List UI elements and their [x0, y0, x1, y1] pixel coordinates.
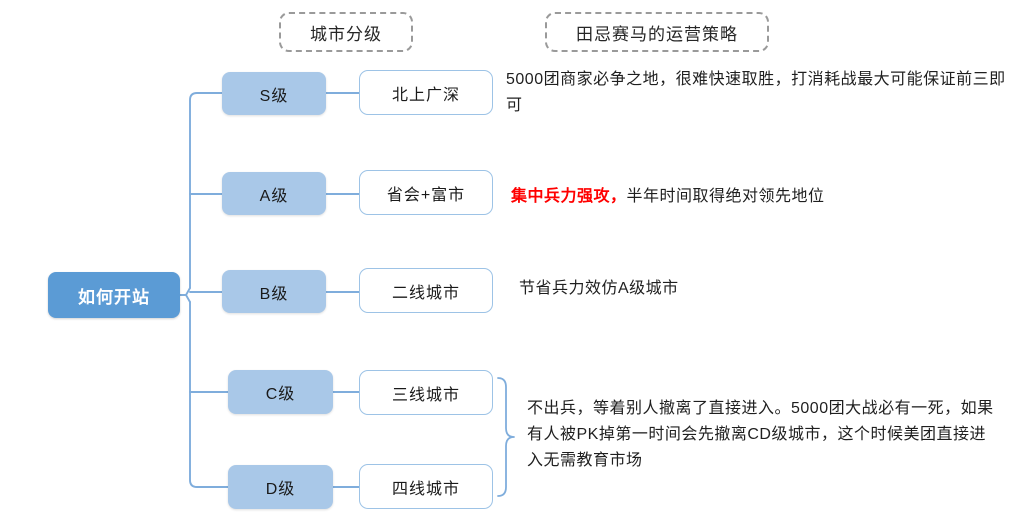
- note-a-rest: 半年时间取得绝对领先地位: [626, 188, 825, 205]
- wire-root-stub-down: [179, 294, 191, 303]
- wire-trunk-to-d: [189, 301, 229, 488]
- city-node-b[interactable]: 二线城市: [359, 268, 493, 313]
- level-node-b[interactable]: B级: [222, 270, 326, 313]
- header-chip-city-tier: 城市分级: [279, 12, 413, 52]
- header-chip-strategy: 田忌赛马的运营策略: [545, 12, 769, 52]
- wire-root-stub-up: [179, 287, 191, 296]
- city-node-d[interactable]: 四线城市: [359, 464, 493, 509]
- level-node-a[interactable]: A级: [222, 172, 326, 215]
- level-node-d[interactable]: D级: [228, 465, 333, 509]
- note-a-accent: 集中兵力强攻，: [511, 188, 627, 205]
- level-node-c[interactable]: C级: [228, 370, 333, 414]
- note-b: 节省兵力效仿A级城市: [519, 280, 679, 297]
- city-node-c[interactable]: 三线城市: [359, 370, 493, 415]
- wire-trunk-to-s: [189, 92, 223, 289]
- brace-cd-icon: [497, 377, 515, 497]
- root-node-how-to-open-station[interactable]: 如何开站: [48, 272, 180, 318]
- city-node-s[interactable]: 北上广深: [359, 70, 493, 115]
- level-node-s[interactable]: S级: [222, 72, 326, 115]
- note-cd-group: 不出兵，等着别人撤离了直接进入。5000团大战必有一死，如果有人被PK掉第一时间…: [527, 400, 994, 469]
- city-node-a[interactable]: 省会+富市: [359, 170, 493, 215]
- note-s: 5000团商家必争之地，很难快速取胜，打消耗战最大可能保证前三即可: [506, 71, 1006, 114]
- note-a: 集中兵力强攻，半年时间取得绝对领先地位: [511, 184, 1011, 210]
